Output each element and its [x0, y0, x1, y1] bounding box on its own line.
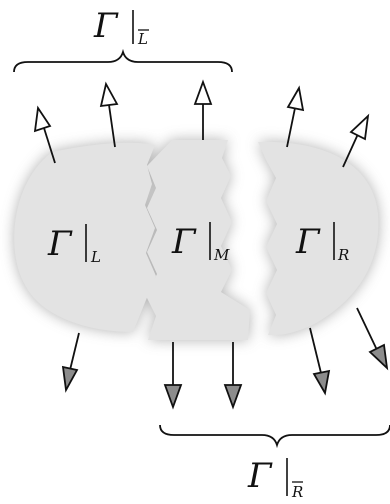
outgoing-arrow-4	[286, 107, 296, 148]
incoming-arrowhead-4	[312, 369, 331, 396]
incoming-arrowhead-1	[61, 365, 79, 393]
left-subscript: L	[90, 248, 101, 266]
bottom-label: Γ R	[247, 456, 303, 501]
incoming-arrow-5	[356, 307, 378, 351]
right-piece	[258, 141, 379, 336]
left-label: Γ L	[47, 224, 101, 266]
incoming-arrowhead-3	[223, 384, 243, 410]
bottom-brace	[159, 424, 390, 449]
middle-label: Γ M	[171, 222, 230, 264]
left-piece	[14, 142, 157, 332]
left-gamma: Γ	[47, 224, 73, 264]
incoming-arrows	[61, 307, 389, 410]
outgoing-arrow-1	[43, 127, 56, 164]
top-label: Γ L	[93, 6, 149, 48]
top-gamma: Γ	[93, 6, 119, 46]
top-brace	[13, 48, 233, 73]
outgoing-arrow-2	[108, 104, 116, 148]
middle-subscript: M	[213, 246, 230, 264]
outgoing-arrowhead-4	[286, 85, 305, 112]
incoming-arrowhead-5	[368, 343, 389, 371]
right-subscript: R	[337, 246, 349, 264]
outgoing-arrowhead-1	[33, 105, 52, 133]
incoming-arrow-4	[309, 327, 322, 374]
outgoing-arrowhead-2	[99, 81, 119, 108]
right-label: Γ R	[295, 222, 349, 264]
outgoing-arrows	[33, 79, 370, 168]
outgoing-arrowhead-3	[193, 79, 213, 105]
middle-piece	[146, 140, 250, 340]
outgoing-arrowhead-5	[349, 113, 370, 141]
incoming-arrow-1	[69, 332, 80, 371]
bottom-gamma: Γ	[247, 456, 273, 496]
right-gamma: Γ	[295, 222, 321, 262]
top-subscript: L	[137, 30, 148, 48]
outgoing-arrow-5	[342, 133, 359, 168]
incoming-arrowhead-2	[163, 384, 183, 410]
middle-gamma: Γ	[171, 222, 197, 262]
bottom-subscript: R	[291, 483, 303, 501]
